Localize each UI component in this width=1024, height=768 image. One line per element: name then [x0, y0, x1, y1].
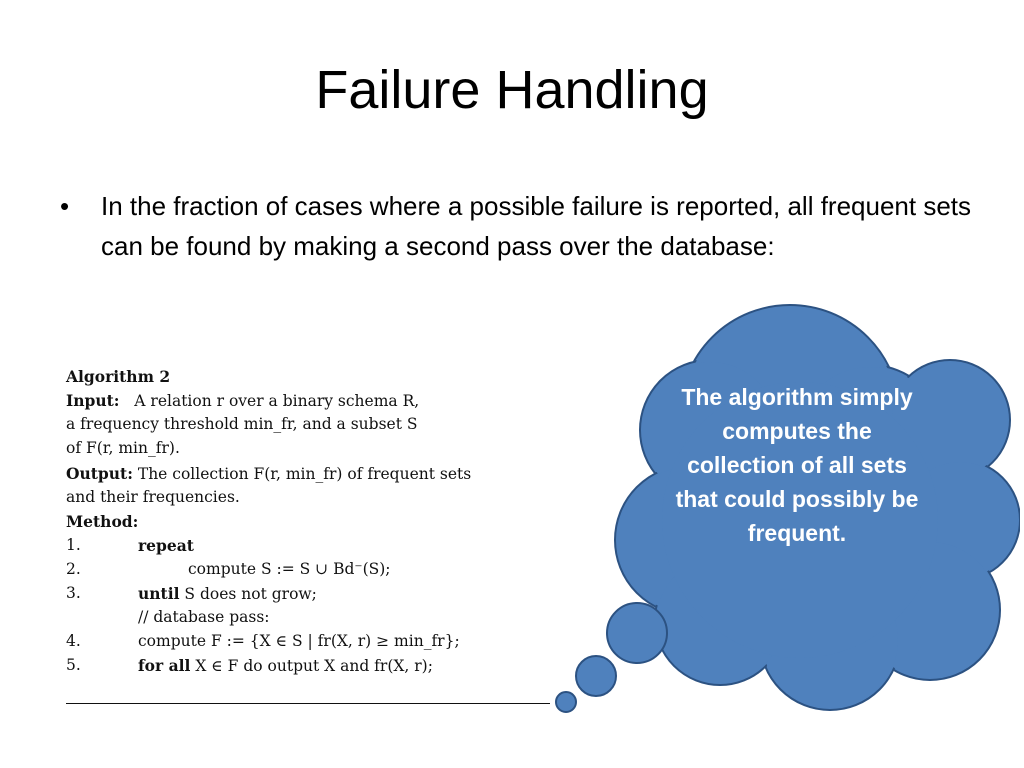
thought-bubble [555, 691, 577, 713]
bullet-dot: • [60, 191, 70, 221]
thought-bubbles [555, 602, 668, 713]
algorithm-output: Output: The collection F(r, min_fr) of f… [66, 462, 471, 487]
algorithm-heading: Algorithm 2 [66, 367, 171, 386]
output-line-1: The collection F(r, min_fr) of frequent … [137, 465, 472, 483]
algorithm-method-label: Method: [66, 512, 139, 531]
input-label: Input: [66, 391, 120, 410]
thought-bubble [575, 655, 617, 697]
callout-text: The algorithm simply computes the collec… [675, 384, 919, 546]
algorithm-bottom-rule [66, 703, 550, 704]
algorithm-figure: Algorithm 2 Input: A relation r over a b… [66, 365, 552, 710]
algorithm-input-line-2: a frequency threshold min_fr, and a subs… [66, 415, 418, 433]
thought-bubble [606, 602, 668, 664]
cloud-lobe-fill [892, 362, 1008, 478]
input-line-1: A relation r over a binary schema R, [134, 392, 420, 410]
cloud-lobe-fill [662, 382, 938, 658]
cloud-shape [614, 304, 1020, 711]
thought-cloud-callout [555, 304, 1020, 713]
bullet-text: In the fraction of cases where a possibl… [101, 191, 972, 261]
output-label: Output: [66, 464, 133, 483]
algorithm-input-line-3: of F(r, min_fr). [66, 439, 180, 457]
algorithm-input: Input: A relation r over a binary schema… [66, 389, 419, 414]
slide-title: Failure Handling [315, 60, 709, 120]
algorithm-output-line-2: and their frequencies. [66, 488, 240, 506]
